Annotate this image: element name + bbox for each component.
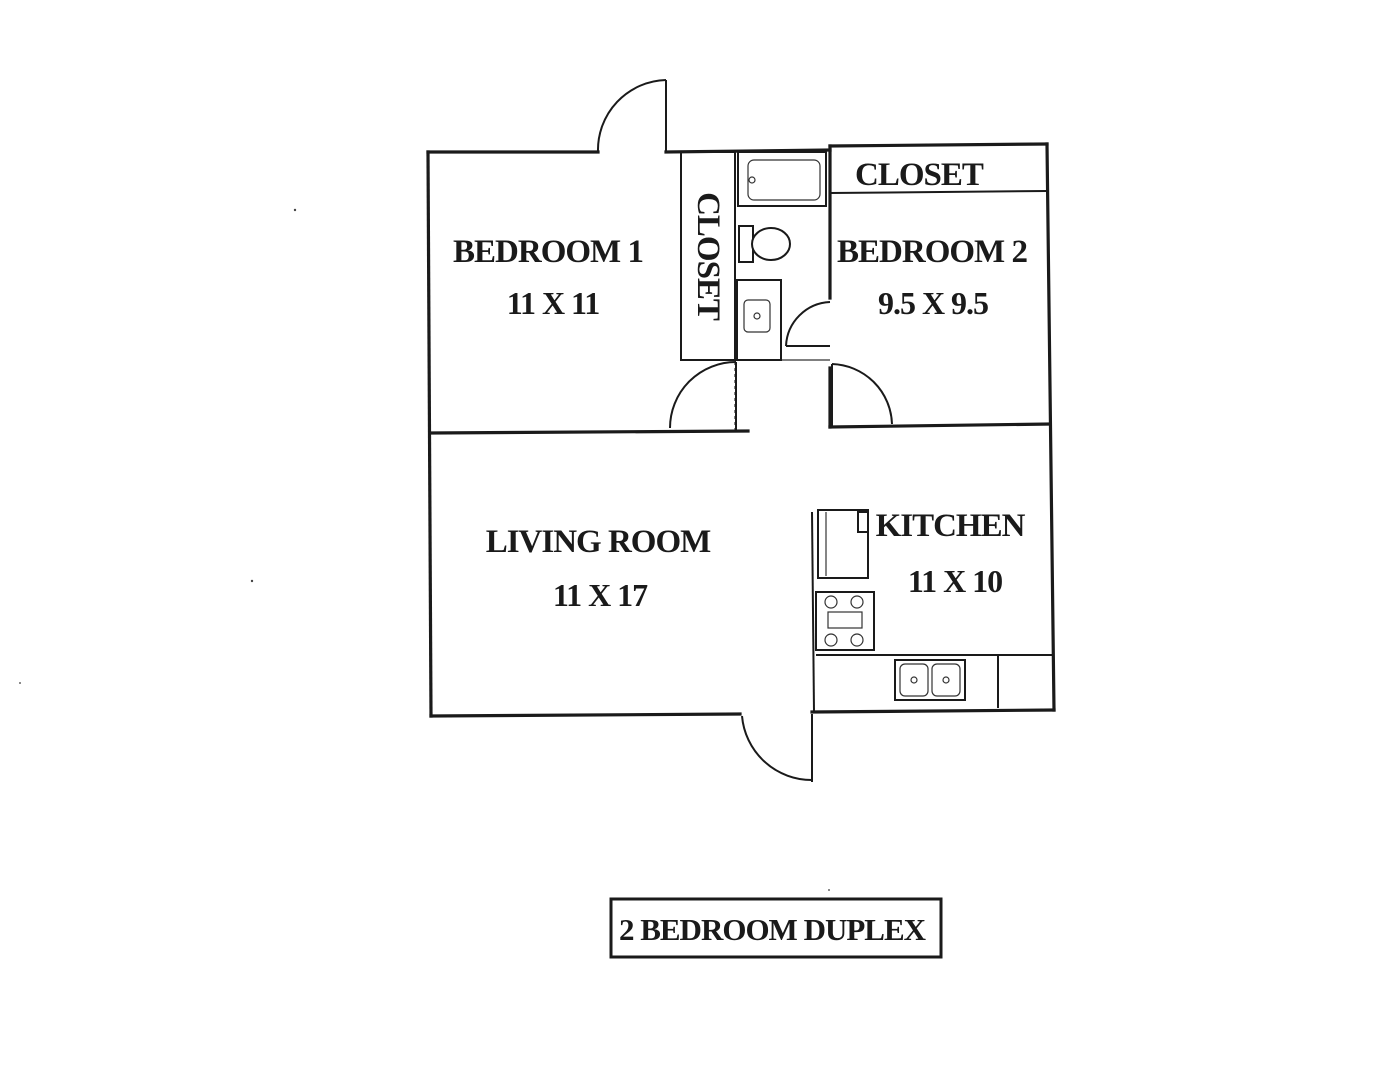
living-room-name: LIVING ROOM xyxy=(486,524,711,560)
kitchen-name: KITCHEN xyxy=(876,508,1026,544)
bedroom1-dimensions: 11 X 11 xyxy=(507,285,600,321)
closet-top-label: CLOSET xyxy=(855,157,984,193)
bedroom2-dimensions: 9.5 X 9.5 xyxy=(878,285,988,321)
scan-specks xyxy=(19,208,830,891)
bedroom2-door[interactable] xyxy=(831,363,893,426)
toilet-icon xyxy=(738,225,791,263)
kitchen-sink-icon xyxy=(894,659,966,701)
bedroom2-name: BEDROOM 2 xyxy=(837,234,1027,270)
doors xyxy=(596,79,893,782)
closet-vertical-box xyxy=(680,151,736,361)
room-labels: BEDROOM 1 11 X 11 BEDROOM 2 9.5 X 9.5 LI… xyxy=(453,157,1028,613)
plan-title: 2 BEDROOM DUPLEX xyxy=(619,912,927,947)
bedroom1-door[interactable] xyxy=(669,361,737,430)
bathtub-icon xyxy=(737,151,827,207)
bathroom-fixtures xyxy=(736,151,827,361)
stove-icon xyxy=(815,591,875,651)
entry-door-top[interactable] xyxy=(596,79,667,153)
bedroom1-name: BEDROOM 1 xyxy=(453,234,643,270)
bathroom-sink-icon xyxy=(736,279,782,361)
living-room-dimensions: 11 X 17 xyxy=(553,577,648,613)
refrigerator-icon xyxy=(817,509,869,579)
bathroom-door[interactable] xyxy=(785,301,831,347)
kitchen-fixtures xyxy=(815,509,966,701)
entry-door-bottom[interactable] xyxy=(741,714,813,782)
plan-title-box: 2 BEDROOM DUPLEX xyxy=(609,897,943,959)
closet-vertical-label: CLOSET xyxy=(690,192,726,321)
kitchen-dimensions: 11 X 10 xyxy=(908,563,1002,599)
